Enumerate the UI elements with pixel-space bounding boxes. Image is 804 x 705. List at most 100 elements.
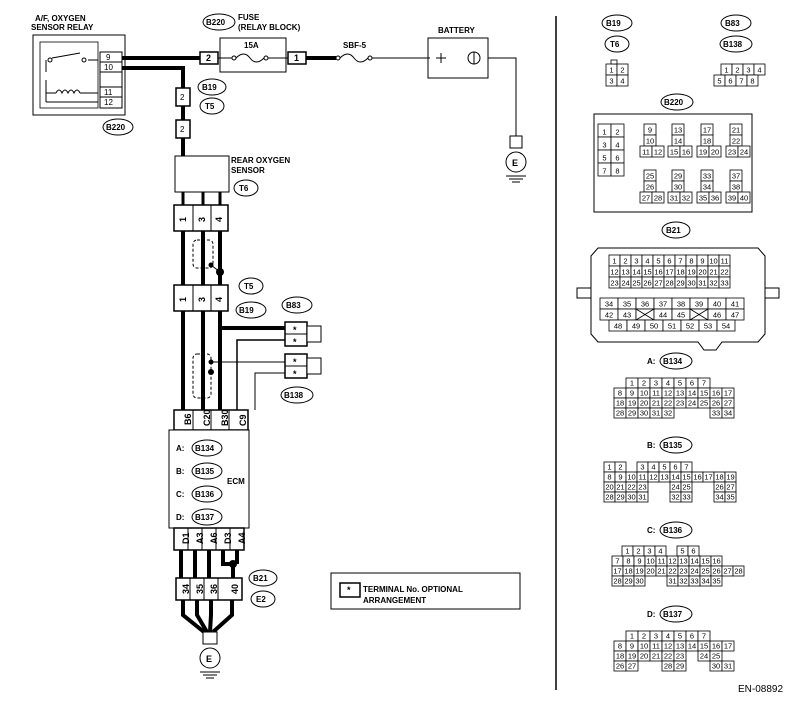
b138-star-1: * [293, 357, 297, 367]
b-pin: 28 [605, 493, 613, 502]
ecm-pin-b30: B30 [220, 409, 230, 426]
b220-pin: 22 [732, 137, 740, 146]
b-pin: 25 [682, 483, 690, 492]
fuse-rating: 15A [244, 41, 259, 50]
b83-star-2: * [293, 337, 297, 347]
b220-pin: 21 [732, 126, 740, 135]
b220-pin: 8 [615, 167, 619, 176]
ecm-pin-c9: C9 [238, 414, 248, 426]
ecm-pin-c20: C20 [202, 409, 212, 426]
b83-pin-cell [746, 74, 759, 87]
d-pin: 25 [712, 652, 720, 661]
b21-pin: 28 [665, 279, 673, 288]
c-pin: 30 [635, 577, 643, 586]
b21-pin: 30 [687, 279, 695, 288]
b220-pin-cell [737, 145, 751, 158]
b220-pin: 27 [642, 194, 650, 203]
b220-pin: 12 [654, 148, 662, 157]
d-letter: D: [647, 610, 655, 619]
b220-pin: 23 [728, 148, 736, 157]
b21-pin: 42 [605, 311, 613, 320]
b220-pin: 15 [670, 148, 678, 157]
b220-pin: 5 [602, 154, 606, 163]
b220-pin: 37 [732, 172, 740, 181]
fuse-title-2: (RELAY BLOCK) [238, 23, 301, 32]
b21-pin: 18 [676, 268, 684, 277]
ground-label: E [512, 158, 518, 168]
b-pin: 31 [638, 493, 646, 502]
ecm-label: ECM [227, 477, 245, 486]
b83-label: B83 [286, 301, 301, 310]
b220-pin: 13 [674, 126, 682, 135]
b21-pin: 37 [659, 300, 667, 309]
right-b220-label: B220 [664, 98, 684, 107]
b21-pin: 23 [610, 279, 618, 288]
b220-pin: 10 [646, 137, 654, 146]
c-pin: 32 [679, 577, 687, 586]
c-pin: 7 [615, 557, 619, 566]
ecm-row-b-conn: B135 [195, 467, 215, 476]
a-pin: 8 [618, 389, 622, 398]
fuse-icon [235, 53, 265, 63]
b21-label: B21 [253, 574, 268, 583]
b21-pin: 34 [605, 300, 613, 309]
b83-pin: 7 [739, 77, 743, 86]
battery-label: BATTERY [438, 26, 476, 35]
ecm-row-c-conn: B136 [195, 490, 215, 499]
b220-pin: 11 [642, 148, 650, 157]
legend-box [330, 572, 521, 610]
d-pin: 19 [628, 652, 636, 661]
a-pin: 24 [688, 399, 696, 408]
b220-pin: 17 [703, 126, 711, 135]
a-pin: 18 [616, 399, 624, 408]
b19-pin: 2 [620, 66, 624, 75]
b21-pin: 16 [654, 268, 662, 277]
a-pin: 22 [664, 399, 672, 408]
a-pin: 32 [664, 409, 672, 418]
relay-switch-contact [47, 57, 53, 63]
b21-pin: 14 [632, 268, 640, 277]
a-pin: 9 [630, 389, 634, 398]
b83-pin: 6 [728, 77, 732, 86]
b21-pin: 3 [634, 257, 638, 266]
b-pin: 8 [607, 473, 611, 482]
t5-top-label: T5 [205, 102, 215, 111]
b21-pin: 38 [677, 300, 685, 309]
b83-pin: 8 [750, 77, 754, 86]
b21-pin: 35 [623, 300, 631, 309]
relay-pin-12: 12 [104, 98, 113, 107]
b220-pin: 6 [615, 154, 619, 163]
b-pin: 17 [704, 473, 712, 482]
c-pin: 29 [624, 577, 632, 586]
b21-pin: 48 [614, 322, 622, 331]
legend-text-1: TERMINAL No. OPTIONAL [363, 585, 463, 594]
b19-pin: 4 [620, 77, 624, 86]
c-pin: 34 [701, 577, 709, 586]
d-pin-cell [673, 660, 687, 672]
b220-pin: 35 [699, 194, 707, 203]
ecm-pin-d3: D3 [223, 532, 233, 544]
d-pin: 29 [676, 662, 684, 671]
a-pin: 7 [702, 379, 706, 388]
b21-pin: 12 [610, 268, 618, 277]
a-pin: 20 [640, 399, 648, 408]
b220-pin-cell [651, 191, 665, 204]
b83-pin: 1 [724, 66, 728, 75]
b-pin: 10 [627, 473, 635, 482]
d-pin: 26 [616, 662, 624, 671]
b-pin: 27 [726, 483, 734, 492]
b21-pin: 24 [621, 279, 629, 288]
b21-pin: 21 [709, 268, 717, 277]
d-pin: 27 [628, 662, 636, 671]
b-pin: 7 [684, 463, 688, 472]
b21-pin: 19 [687, 268, 695, 277]
b83-pin: 5 [717, 77, 721, 86]
b21-pin: 6 [667, 257, 671, 266]
b19-top-label: B19 [202, 83, 217, 92]
c-pin: 9 [637, 557, 641, 566]
b21-pin: 9 [700, 257, 704, 266]
b-pin: 6 [673, 463, 677, 472]
rear-sensor-title: REAR OXYGEN [231, 156, 290, 165]
b21-pin: 20 [698, 268, 706, 277]
